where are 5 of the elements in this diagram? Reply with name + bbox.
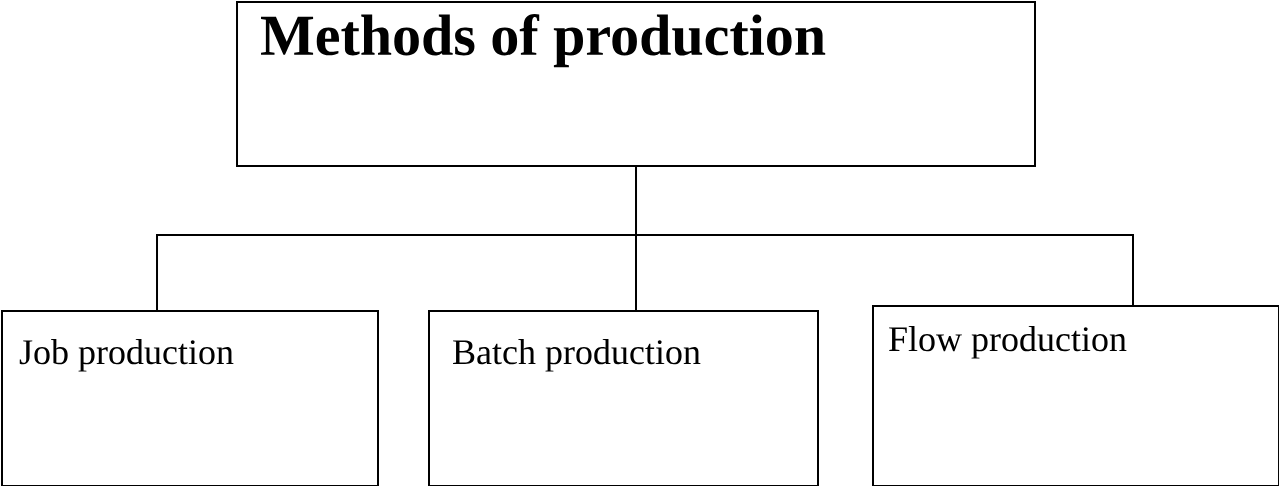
connector-line — [635, 166, 1134, 306]
title-box: Methods of production — [236, 1, 1036, 167]
category-box: Job production — [1, 310, 379, 486]
category-box: Batch production — [428, 310, 819, 486]
category-box: Flow production — [872, 305, 1279, 486]
